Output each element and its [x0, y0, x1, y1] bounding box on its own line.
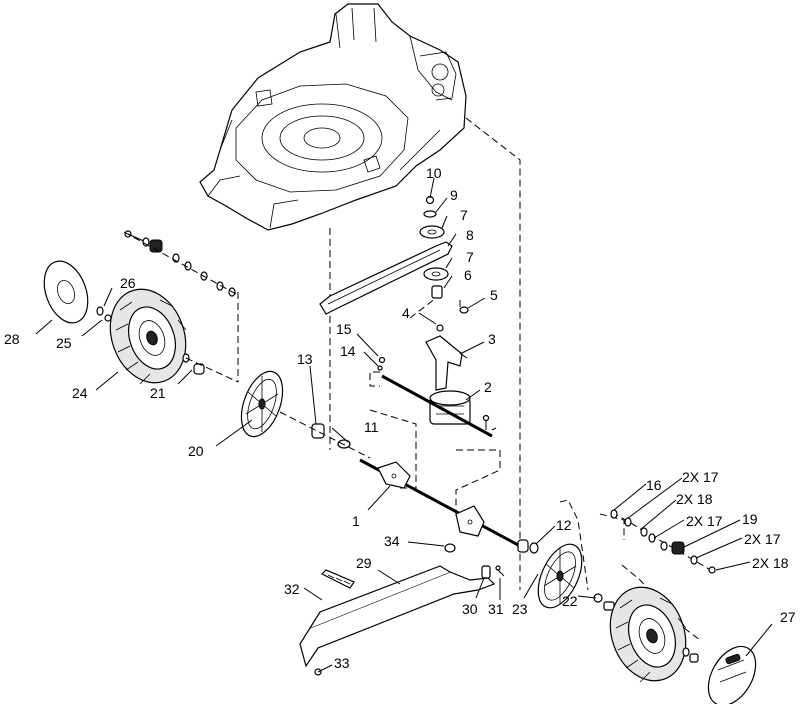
callout-21: 21: [150, 385, 166, 401]
left-wheel-assembly: [43, 230, 371, 459]
callout-33: 33: [334, 655, 350, 671]
callout-7a: 7: [460, 207, 468, 223]
callout-27: 27: [780, 609, 796, 625]
callout-12: 12: [556, 517, 572, 533]
callout-28: 28: [4, 331, 20, 347]
callout-8: 8: [466, 227, 474, 243]
callout-17c: 2X 17: [744, 531, 781, 547]
callout-32: 32: [284, 581, 300, 597]
height-adjust-lever: [299, 565, 505, 676]
callout-10: 10: [426, 165, 442, 181]
callout-26: 26: [120, 275, 136, 291]
callout-30: 30: [462, 601, 478, 617]
callout-5: 5: [490, 287, 498, 303]
callout-4: 4: [402, 305, 410, 321]
pulley-stack: [319, 195, 469, 332]
callout-17a: 2X 17: [682, 469, 719, 485]
callout-20: 20: [188, 443, 204, 459]
mower-deck: [199, 3, 467, 231]
callout-6: 6: [464, 267, 472, 283]
callout-2: 2: [484, 379, 492, 395]
callout-17b: 2X 17: [686, 513, 723, 529]
callout-11: 11: [364, 419, 379, 435]
callout-labels: 1 2 3 4 5 6 7 7 8 9 10 11 12 13 14 15 16…: [4, 165, 796, 671]
callout-34: 34: [384, 533, 400, 549]
callout-7b: 7: [466, 249, 474, 265]
callout-18b: 2X 18: [752, 555, 789, 571]
callout-16: 16: [646, 477, 662, 493]
callout-14: 14: [340, 343, 356, 359]
callout-19: 19: [742, 511, 758, 527]
leader-lines: [35, 177, 773, 673]
callout-13: 13: [297, 351, 313, 367]
callout-1: 1: [352, 513, 360, 529]
right-wheel-assembly: [517, 509, 757, 704]
callout-22: 22: [562, 593, 578, 609]
callout-23: 23: [512, 601, 528, 617]
callout-18a: 2X 18: [676, 491, 713, 507]
callout-31: 31: [488, 601, 504, 617]
callout-25: 25: [56, 335, 72, 351]
transmission: [377, 335, 493, 438]
rear-axle: [359, 458, 521, 553]
callout-15: 15: [336, 321, 352, 337]
callout-29: 29: [356, 555, 372, 571]
callout-9: 9: [450, 187, 458, 203]
callout-24: 24: [72, 385, 88, 401]
callout-3: 3: [488, 331, 496, 347]
